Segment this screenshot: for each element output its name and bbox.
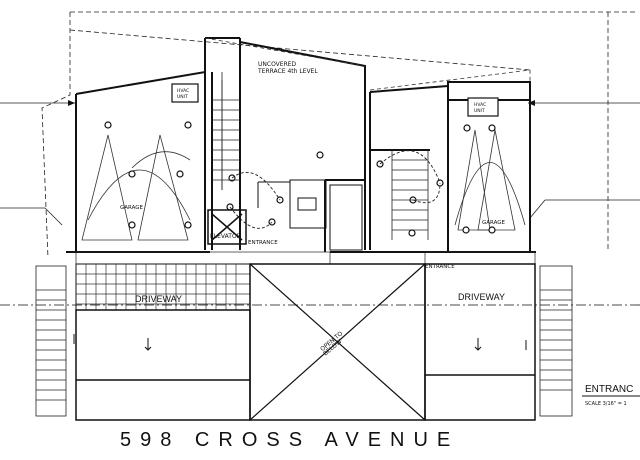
scale-note: SCALE 3/16" = 1 <box>585 401 627 407</box>
driveway-grid <box>75 263 251 311</box>
uncovered-terrace-label-2: TERRACE 4th LEVEL <box>257 68 318 75</box>
entrance-right-label: ENTRANCE <box>425 264 455 270</box>
stair-right <box>391 150 429 240</box>
garage-left-label: GARAGE <box>120 205 144 211</box>
wiring-arcs <box>229 150 441 229</box>
entrance-strip <box>75 251 536 265</box>
elevator-label: ELEVATOR <box>210 233 241 240</box>
leader-lines <box>0 102 640 226</box>
garage-left-parking-triangles <box>81 134 191 241</box>
garage-right-label: GARAGE <box>482 220 506 226</box>
street-address: 598 CROSS AVENUE <box>120 429 459 451</box>
side-stair-left <box>35 265 67 417</box>
elevator-shaft <box>207 209 247 245</box>
lower-lot-outline <box>75 263 536 421</box>
entrance-title: ENTRANC <box>585 384 633 395</box>
hvac-left-label-2: UNIT <box>177 94 188 100</box>
driveway-left-label: DRIVEWAY <box>135 294 182 304</box>
hvac-right-label-1: HVAC <box>474 102 486 108</box>
entrance-center-label: ENTRANCE <box>248 240 278 246</box>
hvac-left-label-1: HVAC <box>177 88 189 94</box>
driveway-slope-markers <box>73 334 527 351</box>
hvac-right-label-2: UNIT <box>474 108 485 114</box>
garage-right-parking-triangles <box>454 129 526 231</box>
hvac-boxes <box>171 83 499 117</box>
side-stair-right <box>539 265 573 417</box>
roof-line <box>204 37 531 91</box>
uncovered-terrace-label-1: UNCOVERED <box>258 61 297 68</box>
open-to-below-cross <box>249 263 426 421</box>
leader-arrows <box>68 100 535 106</box>
light-fixtures <box>104 121 496 237</box>
stair-left <box>212 72 240 190</box>
center-closets <box>257 179 363 251</box>
driveway-right-label: DRIVEWAY <box>458 292 505 302</box>
property-outline <box>41 11 635 259</box>
